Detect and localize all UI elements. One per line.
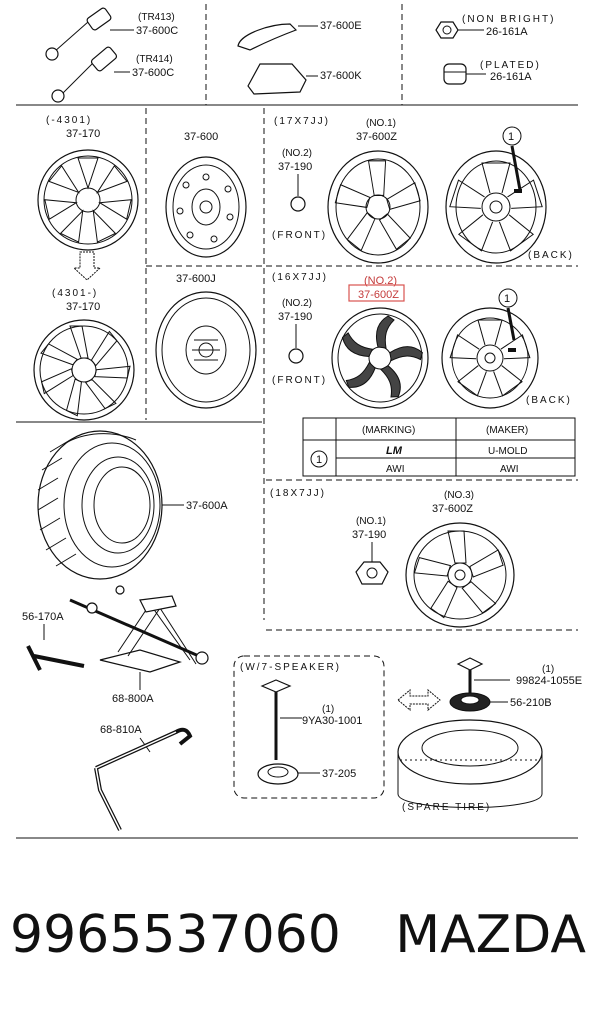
marking-table bbox=[302, 417, 576, 477]
wheel17-no1-part: 37-600Z bbox=[356, 131, 397, 143]
center-cap-16 bbox=[288, 324, 304, 364]
speaker-bolt-no: (1) bbox=[322, 704, 334, 715]
valve-tr413-part: 37-600C bbox=[136, 25, 178, 37]
scissor-jack bbox=[69, 585, 209, 690]
cover-upper-part: 37-170 bbox=[66, 128, 100, 140]
wheel17-size: (17X7JJ) bbox=[274, 116, 330, 127]
spare-plate-part: 56-210B bbox=[510, 697, 552, 709]
marking-row2-maker: AWI bbox=[500, 464, 519, 475]
speaker-box bbox=[233, 655, 385, 799]
part-number: 9965537060 bbox=[10, 905, 341, 965]
wheel17-no1: (NO.1) bbox=[366, 118, 396, 129]
speaker-plate-part: 37-205 bbox=[322, 768, 356, 780]
lug-wrench bbox=[94, 727, 193, 831]
marking-table-ref: 1 bbox=[316, 454, 322, 466]
ref-callout-16 bbox=[498, 288, 518, 341]
alloy-wheel-18 bbox=[405, 522, 515, 628]
double-arrow-icon bbox=[397, 688, 441, 712]
lug-nut-plated bbox=[443, 63, 486, 85]
wheel16-size: (16X7JJ) bbox=[272, 272, 328, 283]
spare-tire-bolt bbox=[456, 657, 510, 698]
marking-row1-maker: U-MOLD bbox=[488, 446, 527, 457]
speaker-title: (W/7-SPEAKER) bbox=[240, 662, 341, 673]
spare-wheel-part: 37-600J bbox=[176, 273, 216, 285]
spare-tire bbox=[397, 719, 543, 808]
parts-diagram: (TR413) 37-600C (TR414) 37-600C 37-600E … bbox=[16, 4, 582, 839]
frame-lines bbox=[16, 4, 578, 839]
valve-tr414-part: 37-600C bbox=[132, 67, 174, 79]
spare-plate bbox=[449, 692, 508, 712]
wheel18-no1: (NO.1) bbox=[356, 516, 386, 527]
spare-steel-wheel bbox=[155, 291, 257, 409]
nut-plated-part: 26-161A bbox=[490, 71, 532, 83]
nut-non-bright-part: 26-161A bbox=[486, 26, 528, 38]
wheel16-no2-top: (NO.2) bbox=[364, 275, 397, 287]
nut-plated-label: (PLATED) bbox=[480, 60, 541, 71]
weight-adhesive-part: 37-600K bbox=[320, 70, 362, 82]
spare-bolt-part: 99824-1055E bbox=[516, 675, 582, 687]
wheel18-no3-part: 37-600Z bbox=[432, 503, 473, 515]
steel-wheel-part: 37-600 bbox=[184, 131, 218, 143]
tire bbox=[37, 430, 184, 580]
valve-tr414 bbox=[51, 46, 130, 103]
highlight-box bbox=[348, 284, 405, 302]
wheel17-no2: (NO.2) bbox=[282, 148, 312, 159]
wheel-cover-lower bbox=[33, 319, 135, 421]
balance-weight-adhesive bbox=[247, 63, 318, 95]
spare-bolt-no: (1) bbox=[542, 664, 554, 675]
wheel17-no2-part: 37-190 bbox=[278, 161, 312, 173]
alloy-wheel-17-back bbox=[445, 150, 547, 264]
wheel16-no2-part: 37-190 bbox=[278, 311, 312, 323]
wheel18-no1-part: 37-190 bbox=[352, 529, 386, 541]
maker-header: (MAKER) bbox=[486, 425, 528, 436]
alloy-wheel-16-front bbox=[331, 307, 429, 409]
valve-tr414-label: (TR414) bbox=[136, 54, 173, 65]
steel-wheel bbox=[165, 156, 247, 258]
wheel18-size: (18X7JJ) bbox=[270, 488, 326, 499]
marking-header: (MARKING) bbox=[362, 425, 415, 436]
alloy-wheel-16-back bbox=[441, 307, 539, 409]
jack-part: 68-800A bbox=[112, 693, 154, 705]
marking-row2-mark: AWI bbox=[386, 464, 405, 475]
ref-callout-17 bbox=[502, 126, 522, 191]
weight-clip-part: 37-600E bbox=[320, 20, 362, 32]
speaker-bolt-part: 9YA30-1001 bbox=[302, 715, 362, 727]
arrow-down-icon bbox=[72, 251, 102, 281]
nut-non-bright-label: (NON BRIGHT) bbox=[462, 14, 555, 25]
speaker-bolt bbox=[260, 679, 302, 760]
valve-tr413 bbox=[45, 7, 134, 61]
jack-handle-part: 56-170A bbox=[22, 611, 64, 623]
wheel-cover-upper bbox=[37, 149, 139, 251]
footer: 9965537060 MAZDA bbox=[0, 890, 600, 980]
wrench-part: 68-810A bbox=[100, 724, 142, 736]
alloy-wheel-17-front bbox=[327, 150, 429, 264]
wheel16-no2: (NO.2) bbox=[282, 298, 312, 309]
brand-name: MAZDA bbox=[395, 905, 586, 965]
center-cap-18 bbox=[355, 542, 389, 585]
valve-tr413-label: (TR413) bbox=[138, 12, 175, 23]
cover-upper-range: (-4301) bbox=[46, 115, 92, 126]
wheel16-no2-top-part: 37-600Z bbox=[358, 289, 399, 301]
marking-row1-mark: LM bbox=[386, 445, 403, 457]
balance-weight-clip bbox=[237, 23, 318, 51]
wheel17-ref: 1 bbox=[508, 131, 514, 143]
wheel17-back: (BACK) bbox=[528, 250, 574, 261]
wheel16-front: (FRONT) bbox=[272, 375, 327, 386]
cover-lower-range: (4301-) bbox=[52, 288, 98, 299]
spare-tire-label: (SPARE TIRE) bbox=[402, 802, 491, 813]
wheel18-no3: (NO.3) bbox=[444, 490, 474, 501]
center-cap-17 bbox=[290, 174, 306, 212]
wheel17-front: (FRONT) bbox=[272, 230, 327, 241]
speaker-plate bbox=[257, 763, 320, 785]
wheel16-ref: 1 bbox=[504, 293, 510, 305]
jack-handle bbox=[26, 624, 85, 671]
lug-nut-non-bright bbox=[435, 21, 484, 39]
tire-part: 37-600A bbox=[186, 500, 228, 512]
wheel16-back: (BACK) bbox=[526, 395, 572, 406]
cover-lower-part: 37-170 bbox=[66, 301, 100, 313]
